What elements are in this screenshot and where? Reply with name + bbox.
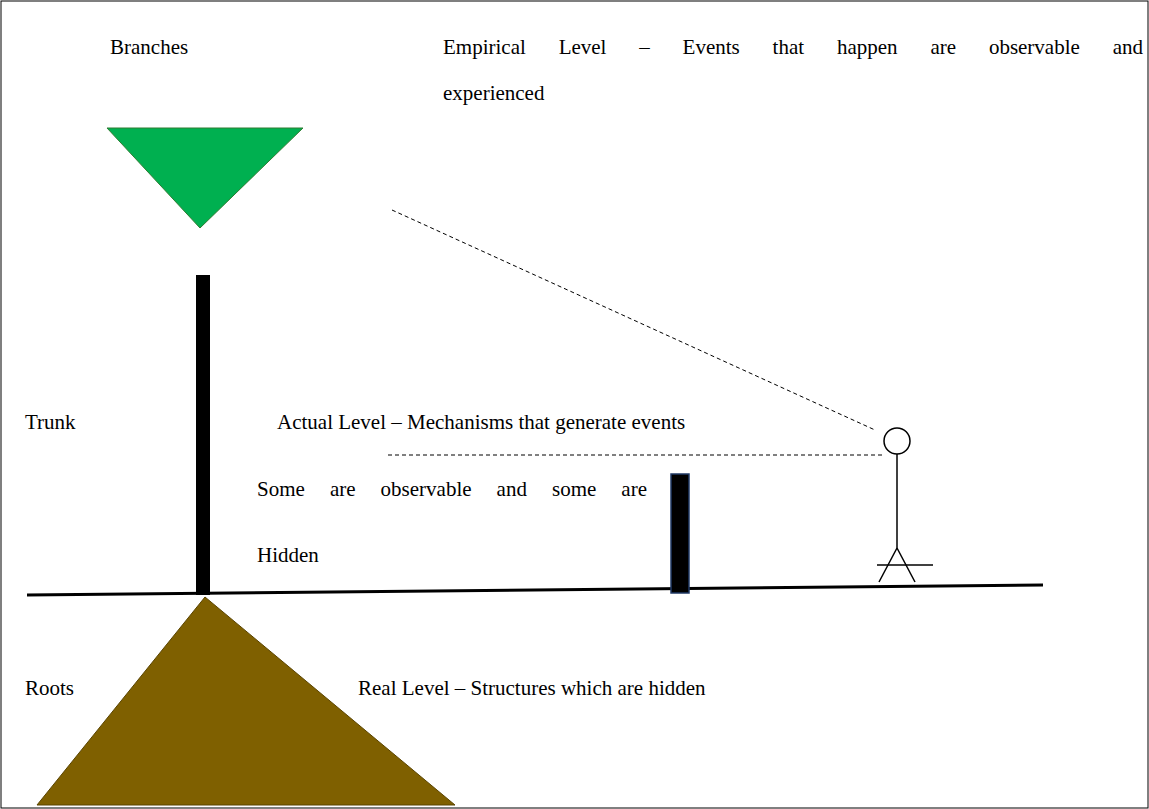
part-name: Branches <box>110 24 188 70</box>
label-slot: Some are observable and some are Hidden <box>257 456 647 588</box>
label-slot: Real Level – Structures which are hidden <box>358 665 706 711</box>
label-slot: Branches <box>110 24 188 70</box>
branches-triangle <box>107 128 303 228</box>
label-slot: Empirical Level – Events that happen are… <box>443 24 1143 116</box>
sight-line-horizontal <box>388 455 882 456</box>
small-post <box>671 474 689 593</box>
part-name: Roots <box>25 665 74 711</box>
level-description: Real Level – Structures which are hidden <box>358 665 706 711</box>
figure-body <box>896 454 898 548</box>
label-slot: Roots <box>25 665 74 711</box>
ground-line <box>27 585 1043 595</box>
level-description: Actual Level – Mechanisms that generate … <box>277 399 685 445</box>
label-slot: Trunk <box>25 399 76 445</box>
part-name: Trunk <box>25 399 76 445</box>
level-note: Some are observable and some are Hidden <box>257 456 647 588</box>
level-description: Empirical Level – Events that happen are… <box>443 24 1143 116</box>
label-slot: Actual Level – Mechanisms that generate … <box>277 399 685 445</box>
sight-line-diagonal <box>392 210 875 430</box>
figure-bar <box>877 564 933 566</box>
trunk-bar <box>196 275 210 595</box>
roots-triangle <box>37 597 455 805</box>
figure-head <box>884 428 910 454</box>
